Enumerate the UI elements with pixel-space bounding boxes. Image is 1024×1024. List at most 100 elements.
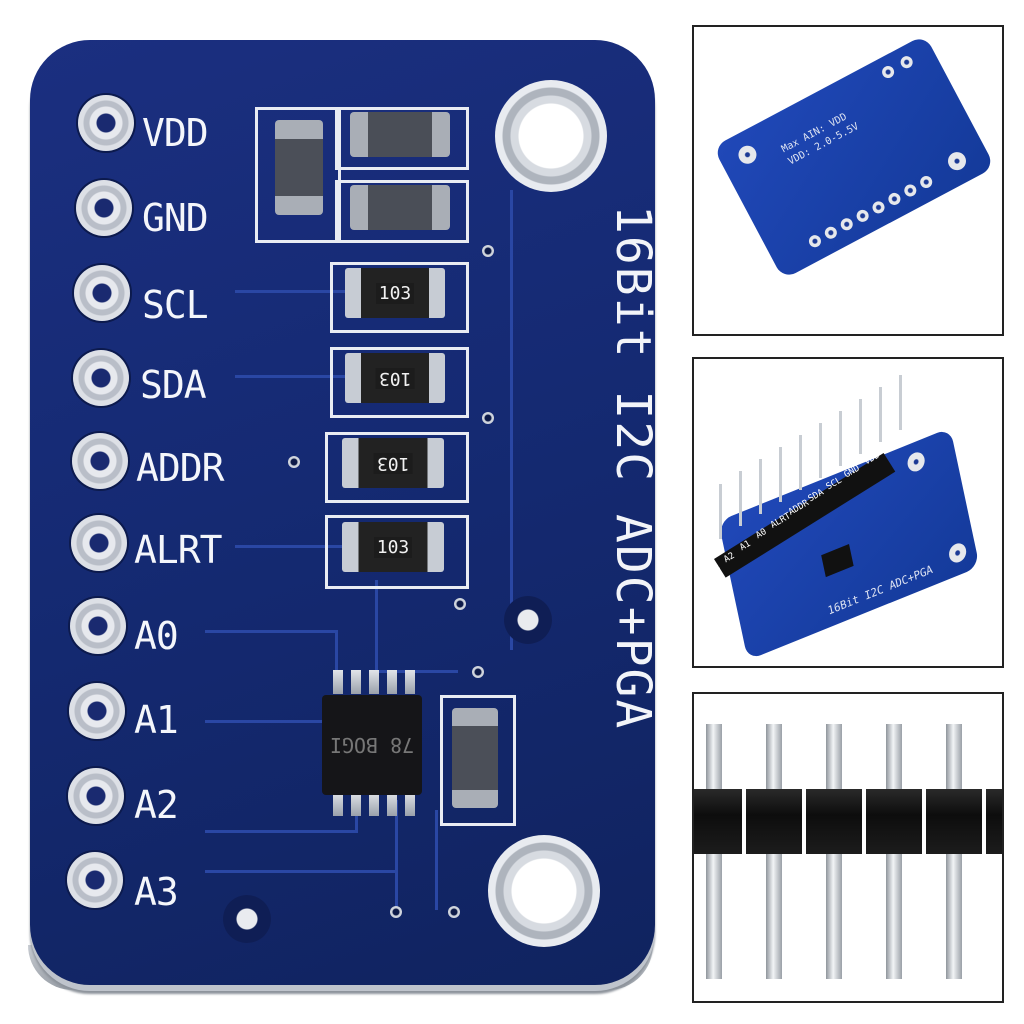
header-housing bbox=[746, 789, 802, 854]
header-hole bbox=[902, 182, 919, 199]
capacitor-outline bbox=[335, 180, 469, 243]
header-hole bbox=[918, 173, 935, 191]
header-hole bbox=[838, 216, 855, 233]
trace bbox=[205, 800, 358, 833]
via bbox=[448, 906, 460, 918]
chip-leg bbox=[369, 792, 379, 816]
mount-hole bbox=[947, 540, 968, 566]
pin-pad-a0 bbox=[70, 598, 126, 654]
resistor-outline bbox=[325, 515, 469, 589]
header-housing bbox=[694, 789, 742, 854]
pin-label-a1: A1 bbox=[134, 698, 179, 742]
mount-hole bbox=[735, 142, 760, 167]
pin-pad-alrt bbox=[71, 515, 127, 571]
trace bbox=[205, 870, 395, 873]
trace bbox=[205, 630, 338, 693]
pin-label-a0: A0 bbox=[134, 614, 179, 658]
capacitor-outline bbox=[440, 695, 516, 826]
pin-label-addr: ADDR bbox=[136, 446, 225, 490]
pin-pad-a2 bbox=[68, 768, 124, 824]
pin-label-sda: SDA bbox=[140, 363, 207, 407]
trace bbox=[435, 810, 438, 910]
capacitor bbox=[350, 112, 450, 157]
angled-board-title: 16Bit I2C ADC+PGA bbox=[826, 562, 934, 618]
header-pin bbox=[819, 423, 822, 478]
header-housing bbox=[926, 789, 982, 854]
trace bbox=[395, 800, 398, 910]
header-pin bbox=[879, 387, 882, 442]
thumbnail-angled-view: 16Bit I2C ADC+PGA VDD GND SCL SDA ADDR A… bbox=[692, 357, 1004, 668]
header-housing bbox=[806, 789, 862, 854]
large-via bbox=[223, 895, 271, 943]
resistor-code: 103 bbox=[373, 452, 413, 474]
capacitor bbox=[452, 708, 498, 808]
chip-leg bbox=[333, 670, 343, 694]
pin-header-angled bbox=[714, 375, 909, 578]
chip-leg bbox=[405, 670, 415, 694]
via bbox=[390, 906, 402, 918]
capacitor-outline bbox=[335, 107, 469, 170]
header-pin bbox=[739, 471, 742, 526]
pcb bbox=[30, 40, 655, 985]
pin-pad-addr bbox=[72, 433, 128, 489]
chip-leg bbox=[369, 670, 379, 694]
board-back: Max AIN: VDD VDD: 2.0-5.5V bbox=[712, 34, 996, 280]
header-pin bbox=[799, 435, 802, 490]
header-pin bbox=[859, 399, 862, 454]
resistor: 103 bbox=[342, 438, 444, 488]
header-hole bbox=[822, 224, 839, 241]
trace bbox=[375, 580, 458, 673]
mounting-hole-top bbox=[495, 80, 607, 192]
pin-label-a3: A3 bbox=[134, 870, 179, 914]
header-pin bbox=[779, 447, 782, 502]
via bbox=[288, 456, 300, 468]
header-pin bbox=[839, 411, 842, 466]
header-housing bbox=[866, 789, 922, 854]
main-board-photo: VDD GND SCL SDA ADDR ALRT A0 A1 A2 A3 10… bbox=[28, 40, 661, 990]
resistor-outline bbox=[325, 432, 469, 503]
header-pin bbox=[899, 375, 902, 430]
via bbox=[482, 412, 494, 424]
thumbnail-back-view: Max AIN: VDD VDD: 2.0-5.5V bbox=[692, 25, 1004, 336]
resistor: 103 bbox=[342, 522, 444, 572]
header-hole bbox=[886, 190, 903, 208]
chip-leg bbox=[333, 792, 343, 816]
header-hole bbox=[879, 63, 897, 81]
adc-chip: 78 BOGI bbox=[322, 695, 422, 795]
pin-label-vdd: VDD bbox=[142, 111, 209, 155]
capacitor bbox=[275, 120, 323, 215]
large-via bbox=[504, 596, 552, 644]
pin-pad-scl bbox=[74, 265, 130, 321]
resistor-code: 103 bbox=[375, 367, 415, 389]
chip-leg bbox=[387, 792, 397, 816]
trace bbox=[235, 290, 375, 293]
thumbnail-pin-header bbox=[692, 692, 1004, 1003]
via bbox=[472, 666, 484, 678]
header-hole bbox=[870, 199, 887, 216]
board-title: 16Bit I2C ADC+PGA bbox=[605, 205, 661, 731]
pin-label-gnd: GND bbox=[142, 196, 209, 240]
trace bbox=[205, 720, 325, 723]
chip-leg bbox=[351, 670, 361, 694]
via bbox=[454, 598, 466, 610]
mount-hole bbox=[944, 148, 970, 174]
resistor-outline bbox=[330, 262, 469, 333]
resistor: 103 bbox=[345, 268, 445, 318]
pin-label-scl: SCL bbox=[142, 283, 209, 327]
header-hole bbox=[898, 54, 915, 71]
mounting-hole-bottom bbox=[488, 835, 600, 947]
trace bbox=[235, 545, 375, 548]
pin-pad-vdd bbox=[78, 95, 134, 151]
capacitor-outline bbox=[255, 107, 341, 243]
chip-leg bbox=[387, 670, 397, 694]
resistor: 103 bbox=[345, 353, 445, 403]
chip-leg bbox=[351, 792, 361, 816]
trace bbox=[470, 190, 513, 650]
pin-pad-a3 bbox=[67, 852, 123, 908]
header-hole bbox=[806, 233, 824, 250]
capacitor bbox=[350, 185, 450, 230]
pin-label-alrt: ALRT bbox=[134, 528, 223, 572]
header-hole bbox=[854, 207, 871, 224]
pin-pad-a1 bbox=[69, 683, 125, 739]
pin-pad-sda bbox=[73, 350, 129, 406]
